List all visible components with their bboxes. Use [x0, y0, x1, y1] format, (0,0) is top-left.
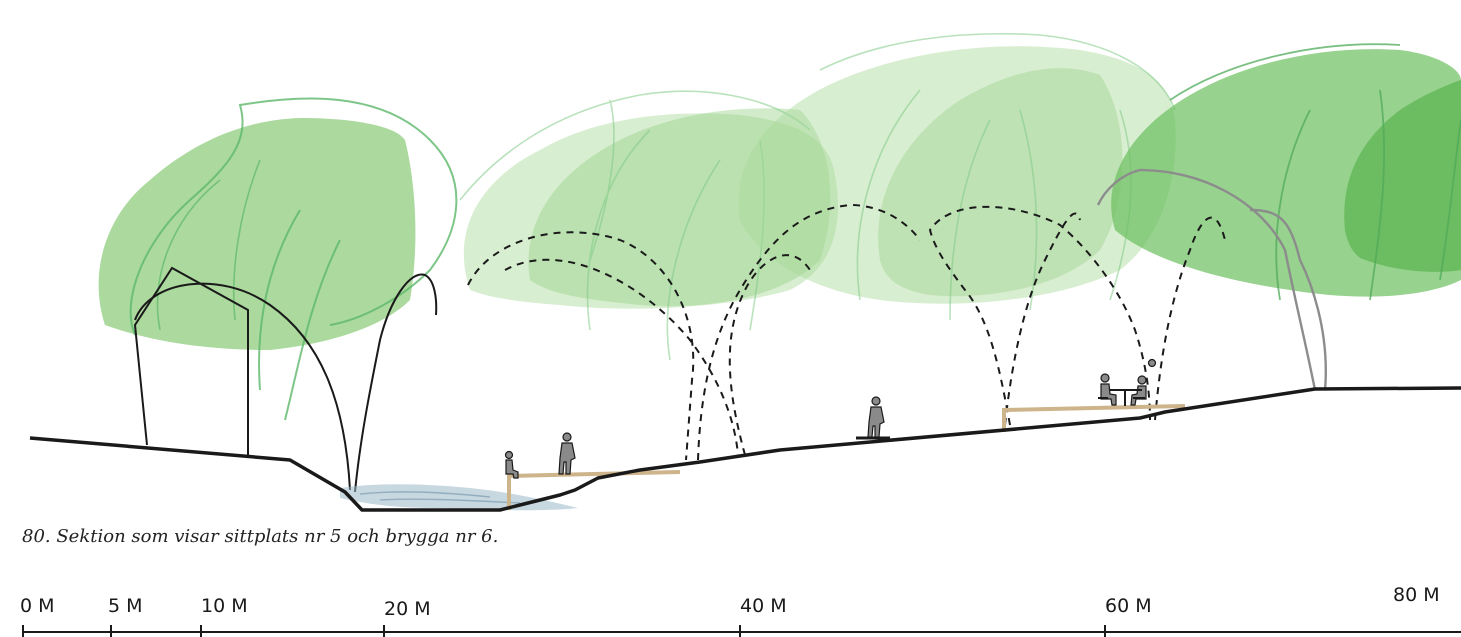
person-standing-platform — [867, 396, 885, 438]
person-seated-right — [1130, 375, 1147, 406]
scale-bar — [22, 625, 1461, 637]
person-standing-jetty — [558, 432, 576, 475]
trunk-dashed-7 — [1154, 216, 1226, 421]
seating-deck — [1002, 404, 1186, 432]
tree-canopy-center — [738, 46, 1176, 304]
tree-outline-right — [1169, 43, 1461, 301]
scale-label-60m: 60 M — [1105, 595, 1152, 617]
trunk-dashed-5 — [928, 205, 1151, 426]
tree-trunks — [133, 168, 1327, 493]
tree-canopy-left — [98, 118, 416, 350]
trunk-left-frame — [133, 266, 249, 455]
scale-label-0m: 0 M — [20, 595, 55, 617]
water-body — [340, 484, 578, 511]
tree-outline-left — [129, 97, 458, 421]
trunk-dashed-2 — [504, 258, 739, 456]
trunk-left-arc — [134, 282, 351, 491]
people — [504, 358, 1157, 479]
scale-label-5m: 5 M — [108, 595, 143, 617]
trunk-dashed-4 — [728, 254, 811, 456]
tree-canopy-middle-2 — [528, 108, 831, 307]
trunk-right-grey — [1096, 168, 1327, 391]
water-ripples — [359, 491, 521, 504]
water-surface — [340, 484, 578, 511]
tree-canopy-group — [98, 33, 1461, 421]
trunk-dashed-6 — [1004, 212, 1081, 426]
tree-canopy-center-2 — [878, 68, 1123, 297]
tree-canopy-right-2 — [1344, 80, 1461, 272]
tree-outline-center — [819, 33, 1176, 321]
tree-outline-middle — [459, 90, 811, 361]
figure-caption: 80. Sektion som visar sittplats nr 5 och… — [22, 526, 499, 547]
scale-label-80m: 80 M — [1393, 584, 1440, 606]
scale-label-10m: 10 M — [201, 595, 248, 617]
picnic-table — [1098, 389, 1145, 406]
person-sitting-jetty — [504, 450, 519, 479]
trunk-dashed-3 — [697, 203, 921, 461]
ground-profile — [29, 386, 1461, 512]
trunk-dashed-1 — [467, 231, 695, 461]
trunk-left-arc-2 — [354, 273, 438, 493]
scale-label-20m: 20 M — [384, 598, 431, 620]
person-head-small — [1147, 358, 1157, 368]
scale-label-40m: 40 M — [740, 595, 787, 617]
